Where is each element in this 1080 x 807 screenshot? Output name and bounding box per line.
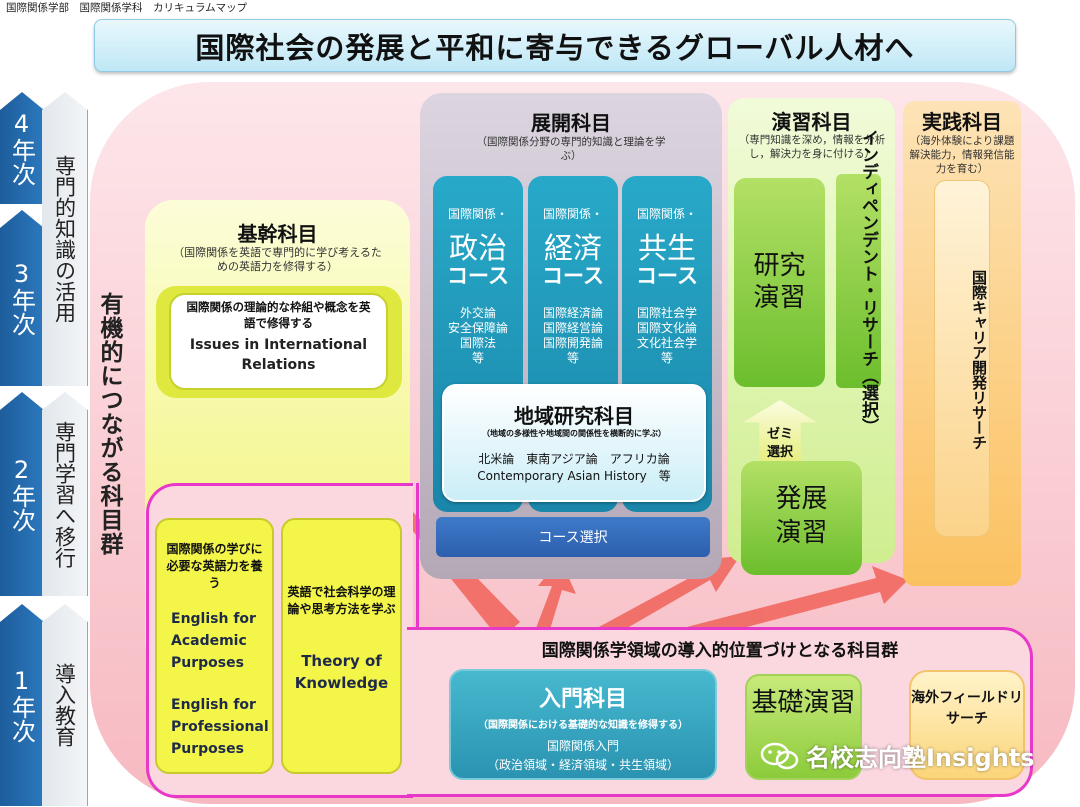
intro-subjects-line2: （政治領域・経済領域・共生領域） — [486, 758, 679, 772]
course-coexistence-name: 共生 — [637, 231, 696, 265]
tok-card — [281, 518, 402, 774]
research-seminar-label: 研究演習 — [753, 251, 806, 313]
year-tab-3: 3年次 — [0, 210, 44, 386]
intro-subjects-line1: 国際関係入門 — [546, 739, 619, 753]
field-research-card — [909, 670, 1025, 780]
eap-title: 国際関係の学びに必要な英語力を養う — [166, 542, 263, 590]
eap-academic: English for Academic Purposes — [171, 611, 256, 671]
wechat-icon — [760, 742, 799, 769]
career-research-label: 国際キャリア開発リサーチ — [970, 270, 988, 450]
stage-tab-intro: 導入教育 — [42, 604, 88, 806]
independent-research-card — [836, 174, 881, 388]
area-studies-line2: Contemporary Asian History 等 — [477, 469, 671, 483]
intro-title: 国際関係学領域の導入的位置づけとなる科目群 — [541, 641, 899, 661]
stage-tab-advanced: 専門的知識の活用 — [42, 92, 88, 386]
field-research-label: 海外フィールドリサーチ — [911, 690, 1023, 727]
year-tab-2: 2年次 — [0, 392, 44, 596]
core-card-en: Issues in International Relations — [189, 337, 368, 373]
organic-link-label: 有機的につながる科目群 — [96, 292, 122, 556]
course-coexistence-list: 国際社会学 国際文化論 文化社会学 等 — [636, 306, 697, 365]
course-economics-list: 国際経済論 国際経営論 国際開発論 等 — [542, 306, 603, 365]
area-studies-line1: 北米論 東南アジア論 アフリカ論 — [478, 452, 670, 466]
basic-seminar-label: 基礎演習 — [751, 688, 856, 718]
independent-research-label: インディペンデント・リサーチ（選択） — [858, 129, 878, 435]
course-economics-prefix: 国際関係・ — [542, 207, 603, 221]
year-tab-1: 1年次 — [0, 604, 44, 806]
year-tab-4: 4年次 — [0, 92, 44, 204]
eap-card — [155, 518, 274, 774]
advanced-seminar-card — [741, 461, 862, 575]
course-economics-suffix: コース — [542, 264, 604, 288]
course-politics-prefix: 国際関係・ — [447, 207, 508, 221]
course-coexistence-prefix: 国際関係・ — [636, 207, 697, 221]
course-select-bar: コース選択 — [436, 517, 710, 557]
core-title: 基幹科目 — [237, 222, 318, 246]
seminar-subtitle: （専門知識を深め，情報を分析し，解決力を身に付ける） — [738, 134, 886, 160]
intro-region-notch — [407, 483, 419, 627]
seminar-selection-label: ゼミ選択 — [766, 427, 793, 460]
intro-subjects-subtitle: （国際関係における基礎的な知識を修得する） — [478, 720, 688, 731]
watermark: 名校志向塾Insights — [760, 738, 1035, 773]
intro-subjects-card — [449, 669, 717, 780]
basic-seminar-card — [745, 674, 862, 780]
core-card-ja: 国際関係の理論的な枠組や概念を英語で修得する — [186, 300, 371, 330]
course-economics-name: 経済 — [543, 231, 602, 265]
tok-title: 英語で社会科学の理論や思考方法を学ぶ — [287, 585, 396, 616]
area-studies-title: 地域研究科目 — [514, 404, 634, 428]
watermark-text: 名校志向塾Insights — [806, 744, 1035, 772]
course-politics-list: 外交論 安全保障論 国際法 等 — [447, 306, 508, 365]
course-politics-suffix: コース — [447, 264, 509, 288]
advanced-seminar-label: 発展演習 — [775, 484, 828, 548]
research-seminar-card — [734, 178, 825, 387]
advanced-subtitle: （国際関係分野の専門的知識と理論を学ぶ） — [476, 136, 666, 162]
career-research-card — [934, 180, 990, 537]
page-title: 国際社会の発展と平和に寄与できるグローバル人材へ — [94, 19, 1016, 72]
course-politics-name: 政治 — [448, 231, 507, 265]
practical-subtitle: （海外体験により課題解決能力，情報発信能力を育む） — [909, 135, 1015, 175]
core-card: 国際関係の理論的な枠組や概念を英語で修得する Issues in Interna… — [169, 293, 388, 390]
course-coexistence-suffix: コース — [636, 264, 698, 288]
intro-subjects-title: 入門科目 — [538, 687, 627, 712]
eap-professional: English for Professional Purposes — [171, 697, 269, 757]
area-studies-card — [442, 384, 706, 502]
core-subtitle: （国際関係を英語で専門的に学び考えるための英語力を修得する） — [173, 246, 382, 273]
page-caption: 国際関係学部 国際関係学科 カリキュラムマップ — [6, 2, 248, 14]
seminar-title: 演習科目 — [771, 110, 852, 134]
tok-english: Theory of Knowledge — [294, 652, 389, 692]
area-studies-subtitle: （地域の多様性や地域間の関係性を横断的に学ぶ） — [482, 429, 666, 438]
stage-tab-transition: 専門学習へ移行 — [42, 392, 88, 596]
advanced-title: 展開科目 — [531, 111, 611, 135]
practical-title: 実践科目 — [922, 110, 1002, 134]
